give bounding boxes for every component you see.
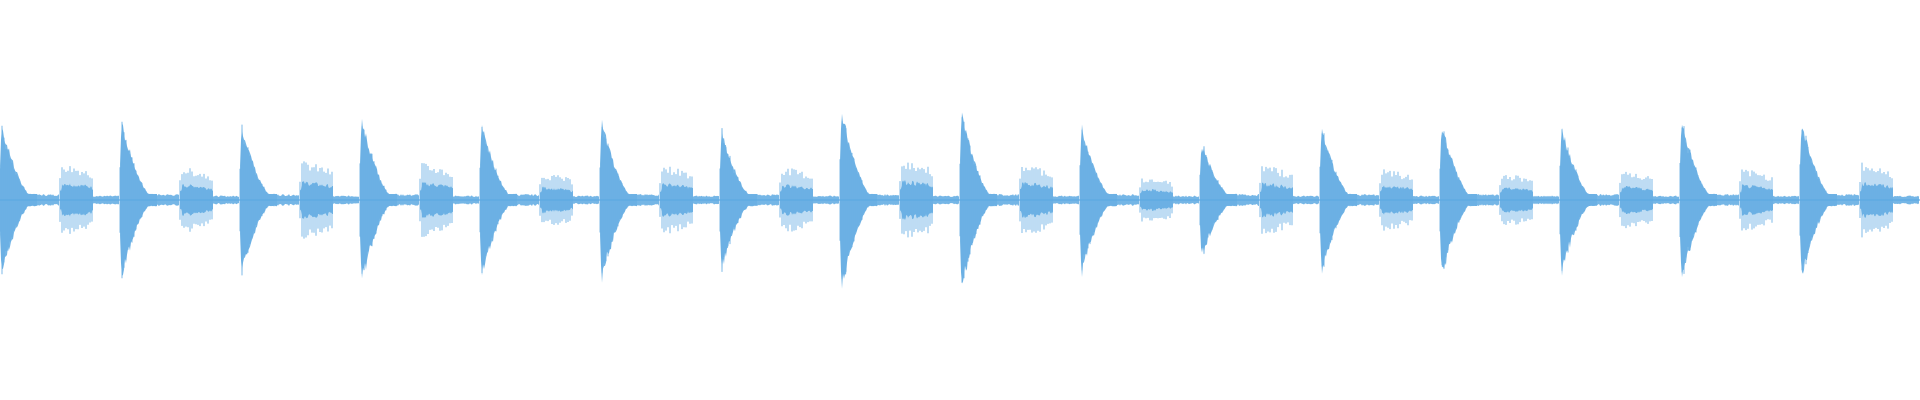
- waveform-envelope: [780, 184, 839, 216]
- kick-transient: [1319, 128, 1379, 274]
- waveform-envelope: [420, 181, 479, 219]
- waveform-envelope: [1800, 128, 1859, 274]
- waveform-envelope: [1200, 146, 1259, 255]
- waveform-envelope: [1740, 184, 1799, 216]
- hat-transient: [899, 162, 959, 238]
- kick-transient: [239, 124, 299, 276]
- hat-transient: [179, 168, 239, 232]
- kick-transient: [1079, 124, 1139, 277]
- kick-transient: [359, 118, 419, 279]
- waveform-envelope: [120, 122, 179, 277]
- kick-transient: [1679, 124, 1739, 278]
- waveform-envelope: [0, 127, 59, 270]
- waveform-envelope: [240, 127, 299, 273]
- hat-transient: [59, 166, 119, 234]
- waveform-envelope: [1020, 181, 1079, 219]
- hat-transient: [1019, 167, 1079, 233]
- kick-transient: [1439, 131, 1499, 270]
- waveform-envelope: [960, 112, 1019, 284]
- waveform-envelope: [1380, 184, 1439, 216]
- waveform-envelope: [1260, 182, 1319, 218]
- waveform-envelope: [1140, 188, 1199, 212]
- waveform-envelope: [1080, 124, 1139, 277]
- waveform-envelope: [360, 118, 419, 279]
- kick-transient: [839, 113, 899, 289]
- hat-transient: [539, 175, 599, 225]
- waveform-envelope: [1320, 128, 1379, 274]
- waveform-envelope: [540, 186, 599, 214]
- hat-transient: [1379, 169, 1439, 231]
- waveform-envelope: [660, 183, 719, 217]
- waveform-envelope: [180, 183, 239, 217]
- waveform-envelope: [1860, 181, 1919, 219]
- hat-transient: [1739, 169, 1799, 231]
- kick-transient: [599, 119, 659, 283]
- waveform-envelope: [1440, 131, 1499, 270]
- hat-transient: [419, 163, 479, 237]
- kick-transient: [1559, 127, 1619, 276]
- waveform-envelope: [840, 113, 899, 289]
- hat-transient: [1139, 178, 1199, 222]
- waveform-envelope: [900, 180, 959, 220]
- waveform-envelope: [1620, 186, 1679, 214]
- waveform-envelope: [1560, 127, 1619, 276]
- kick-transient: [719, 127, 779, 272]
- waveform-envelope: [480, 124, 539, 276]
- kick-transient: [0, 125, 59, 275]
- kick-transient: [1199, 146, 1259, 255]
- hat-transient: [299, 161, 359, 239]
- waveform-envelope: [720, 127, 779, 270]
- hat-transient: [1259, 166, 1319, 234]
- waveform-envelope: [1680, 124, 1739, 278]
- hat-transient: [779, 168, 839, 232]
- waveform-beats: [0, 112, 1919, 289]
- hat-transient: [1499, 175, 1559, 225]
- hat-transient: [1859, 162, 1919, 238]
- kick-transient: [119, 121, 179, 279]
- kick-transient: [959, 112, 1019, 284]
- hat-transient: [659, 166, 719, 234]
- waveform-envelope: [300, 180, 359, 220]
- kick-transient: [479, 124, 539, 276]
- kick-transient: [1799, 128, 1859, 274]
- waveform-envelope: [1500, 187, 1559, 213]
- waveform-envelope: [60, 183, 119, 217]
- hat-transient: [1619, 171, 1679, 229]
- waveform-envelope: [600, 119, 659, 283]
